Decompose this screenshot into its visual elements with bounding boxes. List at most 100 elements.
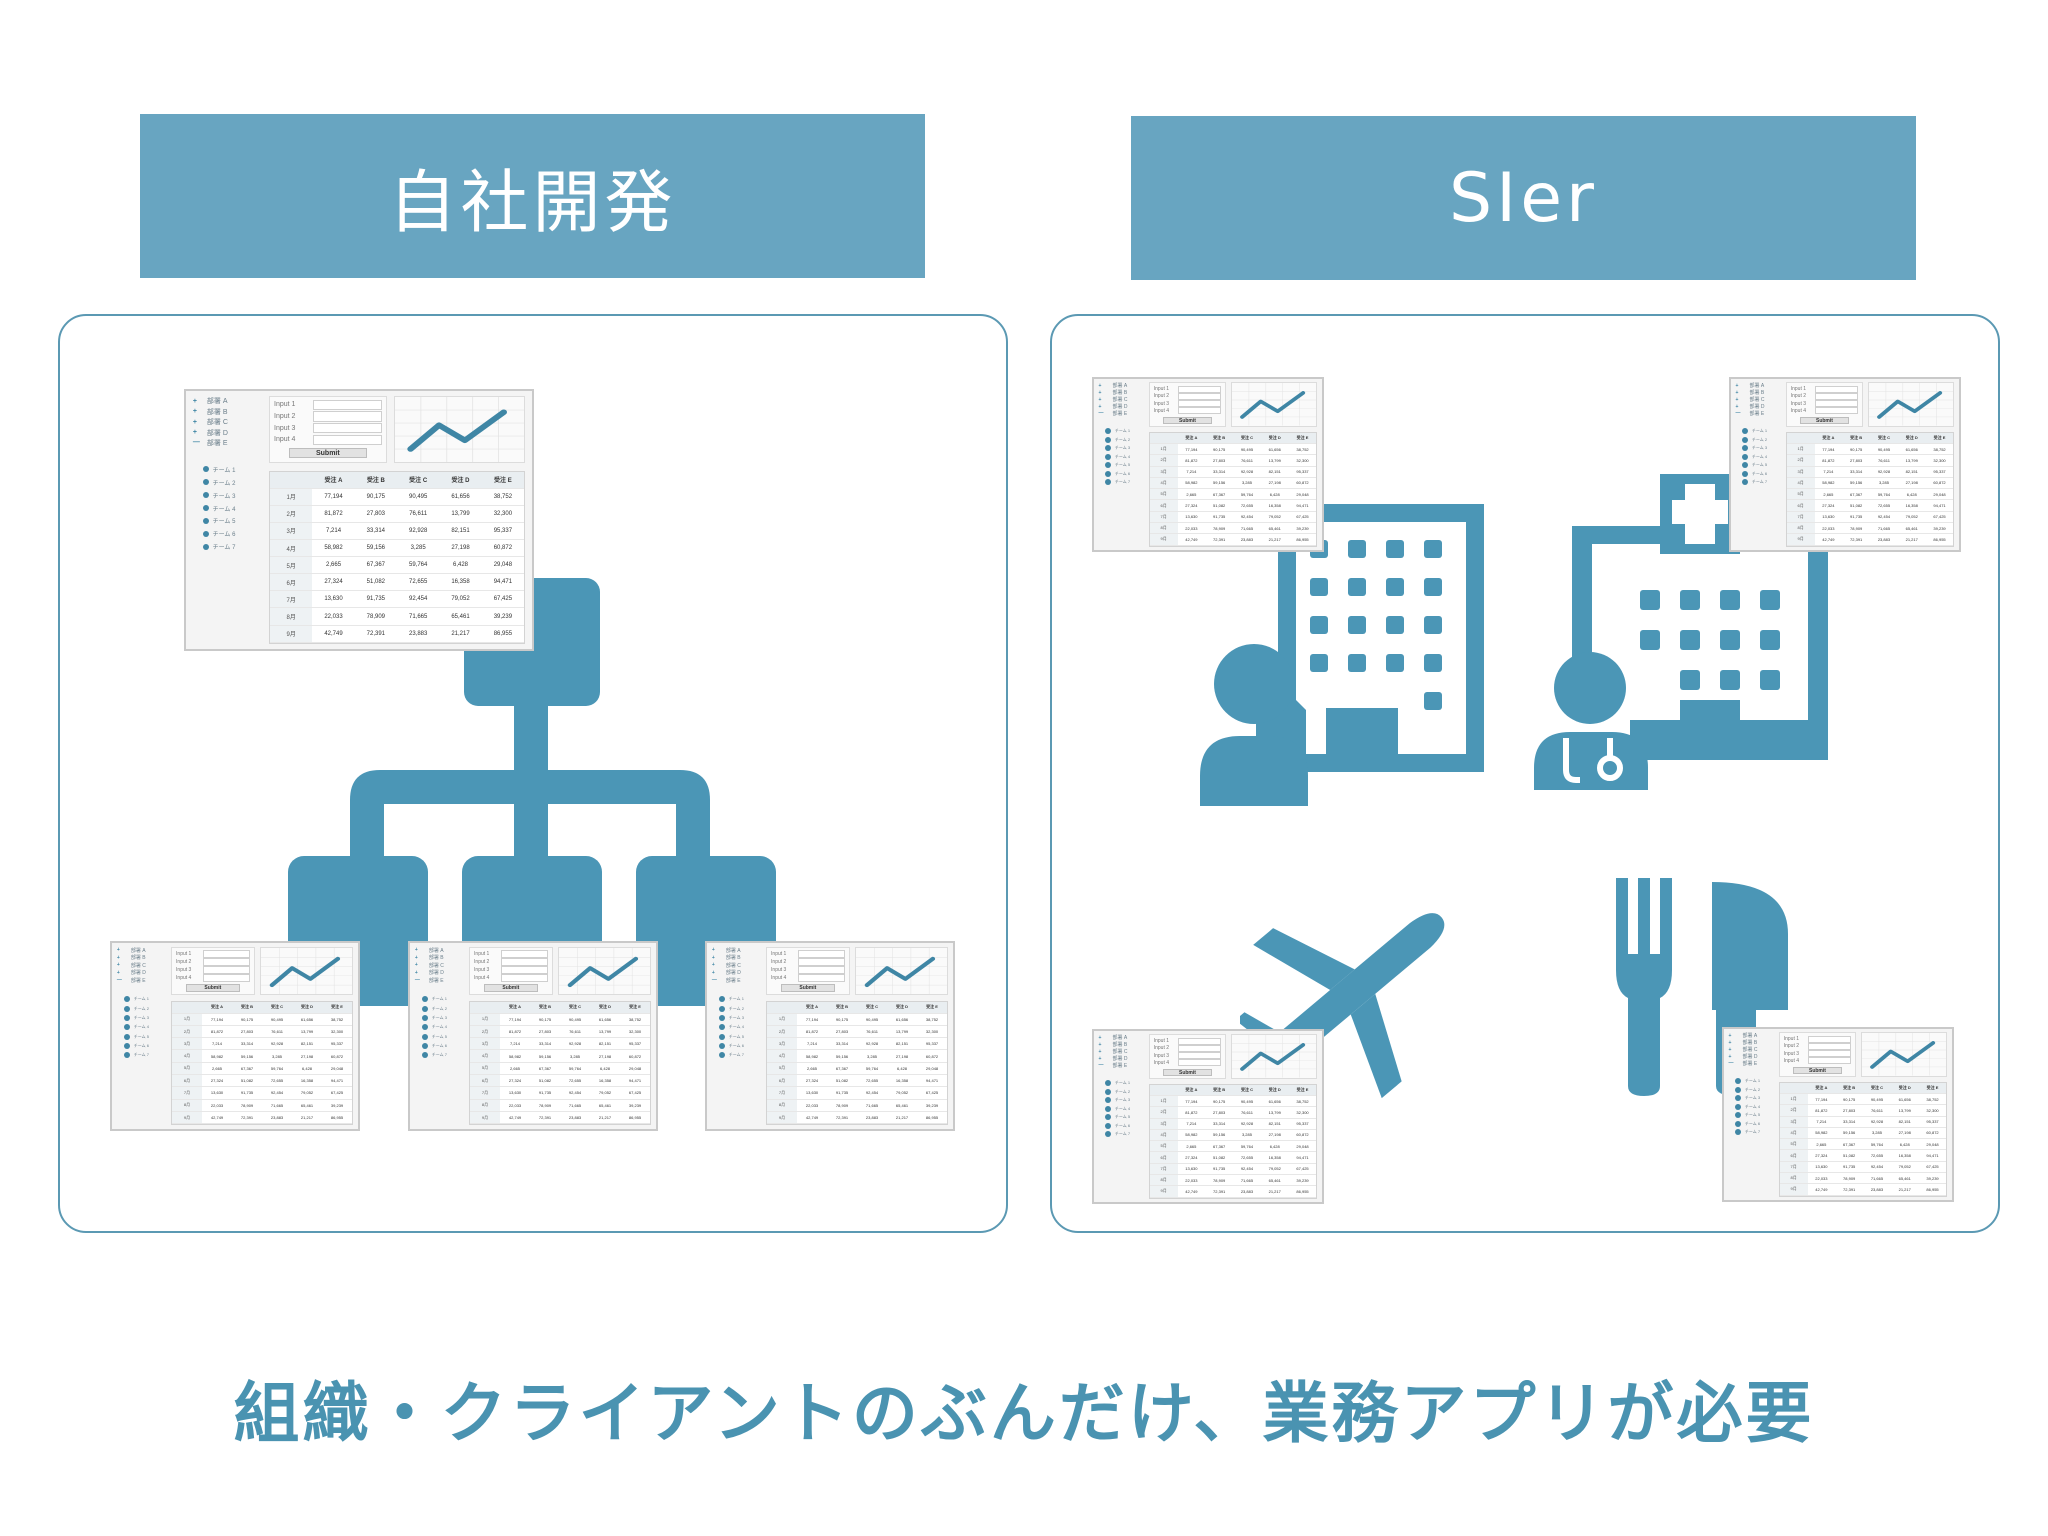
tree-child-label: チーム 1 [133, 996, 149, 1002]
value-cell: 27,803 [232, 1025, 263, 1039]
form-row: Input 1 [1153, 1037, 1222, 1045]
value-cell: 58,982 [1807, 1127, 1836, 1140]
value-cell: 79,052 [439, 590, 482, 609]
plus-icon: + [116, 947, 120, 954]
left-banner-title: 自社開発 [388, 163, 677, 243]
month-cell: 9月 [270, 625, 313, 643]
value-cell: 81,872 [312, 505, 355, 523]
tree-group-label: 部署 C [130, 962, 146, 969]
value-cell: 76,611 [1863, 1104, 1891, 1117]
month-cell: 2月 [1149, 1106, 1178, 1119]
tree-group: +部署 B [1099, 389, 1145, 397]
tree-child-label: チーム 4 [1114, 1105, 1131, 1111]
input-label: Input 1 [1153, 1038, 1170, 1045]
input-box [1178, 385, 1222, 393]
input-label: Input 3 [1153, 1052, 1170, 1059]
value-cell: 39,239 [1918, 1172, 1947, 1185]
value-cell: 60,872 [1918, 1127, 1947, 1140]
value-cell: 13,630 [1177, 1163, 1206, 1175]
value-cell: 7,214 [1177, 466, 1206, 478]
trend-line-icon [1231, 1035, 1317, 1078]
value-cell: 91,735 [530, 1086, 561, 1100]
tree-child-label: チーム 5 [1744, 1112, 1761, 1118]
value-cell: 72,655 [857, 1074, 888, 1088]
node-dot-icon [421, 1015, 428, 1022]
value-cell: 86,955 [917, 1111, 948, 1125]
tree-child-label: チーム 2 [431, 1005, 447, 1011]
value-cell: 22,033 [797, 1099, 828, 1112]
value-cell: 2,665 [797, 1062, 828, 1076]
tree-group: +部署 D [117, 969, 166, 977]
tree-child: チーム 1 [193, 463, 262, 476]
value-cell: 59,764 [397, 556, 440, 575]
value-cell: 7,214 [312, 522, 355, 541]
tree-child: チーム 2 [415, 1004, 464, 1013]
value-cell: 2,665 [1177, 488, 1206, 501]
value-cell: 21,217 [439, 625, 482, 643]
form-row: Input 1 [771, 949, 845, 958]
value-cell: 82,151 [292, 1037, 323, 1051]
column-header: 受注 B [354, 471, 398, 489]
right-banner: SIer [1131, 116, 1916, 280]
tree-child-label: チーム 1 [1751, 427, 1768, 433]
tree-child: チーム 3 [1736, 444, 1782, 453]
value-cell: 65,461 [887, 1099, 918, 1112]
value-cell: 16,358 [1260, 1151, 1289, 1164]
value-cell: 71,665 [262, 1099, 293, 1112]
input-box [1815, 392, 1859, 400]
value-cell: 32,300 [481, 505, 525, 523]
value-cell: 92,454 [560, 1086, 591, 1100]
value-cell: 78,909 [1205, 522, 1234, 535]
value-cell: 32,300 [1918, 1104, 1947, 1117]
value-cell: 27,324 [1814, 499, 1843, 512]
column-header: 受注 A [1177, 1085, 1206, 1096]
input-box [1178, 1044, 1222, 1052]
value-cell: 59,764 [1870, 488, 1898, 501]
value-cell: 16,358 [292, 1074, 323, 1088]
tree-group-label: 部署 D [1742, 1054, 1758, 1061]
tree-group-label: 部署 E [1749, 410, 1765, 417]
value-cell: 76,611 [262, 1025, 293, 1039]
tree-child-label: チーム 2 [1114, 1088, 1131, 1094]
month-cell: 9月 [172, 1111, 203, 1125]
value-cell: 27,198 [1897, 477, 1926, 490]
value-cell: 16,358 [1260, 499, 1289, 512]
input-label: Input 4 [474, 974, 490, 981]
input-label: Input 3 [274, 424, 296, 432]
value-cell: 58,982 [1177, 477, 1206, 490]
node-dot-icon [1741, 427, 1748, 434]
value-cell: 22,033 [202, 1099, 233, 1112]
tree-group: +部署 A [117, 947, 166, 954]
plus-icon: + [1098, 1055, 1102, 1062]
node-dot-icon [421, 1024, 428, 1031]
month-cell: 6月 [1149, 499, 1178, 512]
tree-child-label: チーム 3 [1744, 1095, 1761, 1101]
minus-icon: — [414, 977, 420, 984]
value-cell: 7,214 [797, 1037, 828, 1051]
value-cell: 91,735 [1205, 1163, 1234, 1175]
node-dot-icon [1734, 1077, 1741, 1084]
value-cell: 91,735 [1835, 1161, 1864, 1173]
card-chart [1867, 382, 1955, 427]
value-cell: 95,337 [1918, 1116, 1947, 1128]
tree-child: チーム 2 [1099, 435, 1145, 444]
value-cell: 29,048 [917, 1062, 948, 1076]
column-header: 受注 B [1842, 433, 1871, 444]
column-header: 受注 D [1260, 1085, 1289, 1096]
value-cell: 23,883 [857, 1111, 888, 1125]
tree-child: チーム 6 [193, 527, 262, 540]
